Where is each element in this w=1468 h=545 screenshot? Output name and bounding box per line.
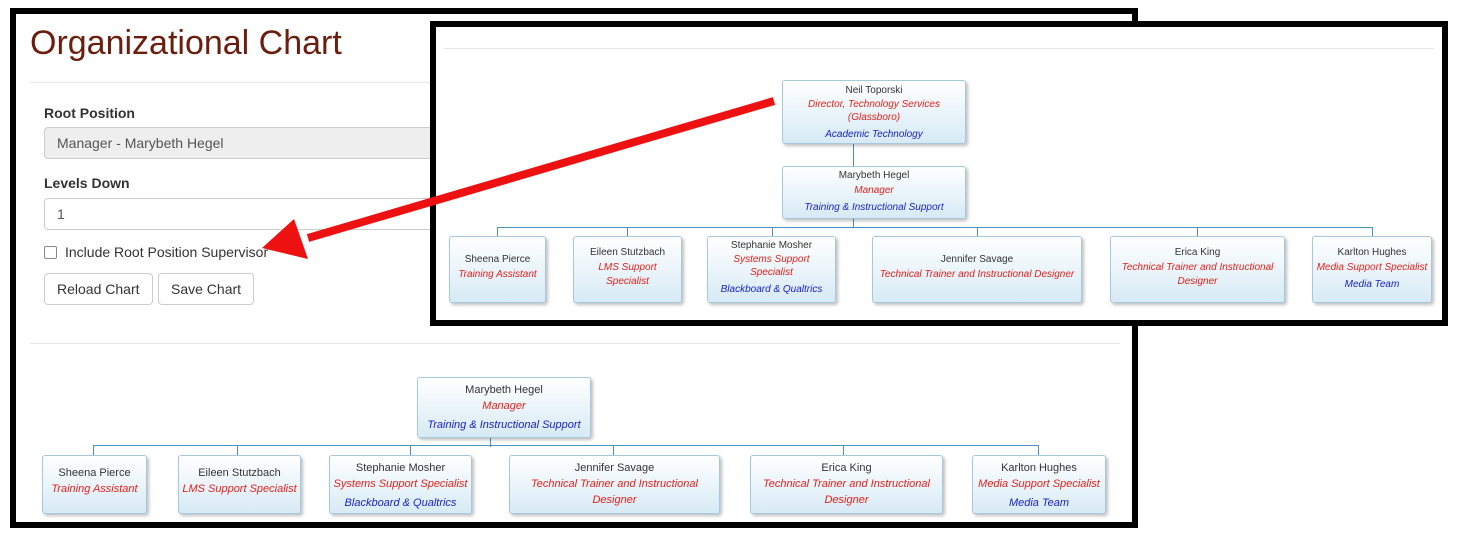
org-node-child[interactable]: Eileen Stutzbach LMS Support Specialist [573, 236, 682, 303]
connector-line [93, 445, 1039, 446]
connector-line [853, 219, 854, 227]
node-title: Media Support Specialist [1316, 261, 1428, 273]
node-dept: Training & Instructional Support [804, 202, 944, 213]
arrow-head [262, 219, 308, 259]
node-title: Technical Trainer and Instructional Desi… [531, 477, 698, 506]
connector-line [843, 445, 844, 455]
node-name: Erica King [1174, 247, 1221, 258]
connector-line [627, 227, 628, 236]
connector-line [1197, 227, 1198, 236]
org-node-child[interactable]: Karlton Hughes Media Support Specialist … [1312, 236, 1432, 303]
connector-line [772, 227, 773, 236]
inset-window: Neil Toporski Director, Technology Servi… [430, 21, 1448, 326]
node-title: Systems Support Specialist [333, 477, 468, 490]
node-title: Manager [854, 184, 894, 196]
connector-line [490, 438, 491, 447]
org-node-child[interactable]: Jennifer Savage Technical Trainer and In… [872, 236, 1082, 303]
org-node-child[interactable]: Eileen Stutzbach LMS Support Specialist [178, 455, 301, 514]
root-position-select[interactable]: Manager - Marybeth Hegel [44, 127, 444, 159]
node-name: Sheena Pierce [58, 467, 131, 479]
node-title: Systems Support Specialist [733, 253, 810, 279]
connector-line [977, 227, 978, 236]
node-name: Sheena Pierce [464, 254, 531, 265]
node-name: Karlton Hughes [1001, 462, 1077, 474]
node-title: Director, Technology Services (Glassboro… [808, 98, 940, 124]
connector-line [497, 227, 498, 236]
node-name: Erica King [821, 462, 872, 474]
connector-line [1038, 445, 1039, 455]
include-supervisor-label: Include Root Position Supervisor [65, 244, 269, 260]
root-position-label: Root Position [44, 105, 135, 121]
connector-line [613, 445, 614, 455]
connector-line [853, 144, 854, 166]
connector-line [1372, 227, 1373, 236]
node-dept: Blackboard & Qualtrics [720, 283, 823, 295]
node-dept: Media Team [1008, 496, 1070, 509]
reload-chart-button[interactable]: Reload Chart [44, 273, 153, 305]
node-title: Technical Trainer and Instructional Desi… [1121, 261, 1274, 288]
org-node-supervisor[interactable]: Neil Toporski Director, Technology Servi… [782, 80, 966, 144]
node-dept: Blackboard & Qualtrics [344, 496, 457, 509]
org-node-child[interactable]: Sheena Pierce Training Assistant [42, 455, 147, 514]
connector-line [237, 445, 238, 455]
node-title: Technical Trainer and Instructional Desi… [879, 268, 1075, 280]
node-name: Jennifer Savage [574, 462, 655, 474]
levels-down-label: Levels Down [44, 175, 130, 191]
include-supervisor-checkbox[interactable] [44, 245, 57, 259]
connector-line [93, 445, 94, 455]
org-node-child[interactable]: Erica King Technical Trainer and Instruc… [1110, 236, 1285, 303]
org-node-child[interactable]: Erica King Technical Trainer and Instruc… [750, 455, 943, 514]
divider [30, 343, 1120, 344]
node-title: Training Assistant [458, 268, 537, 280]
save-chart-button[interactable]: Save Chart [158, 273, 255, 305]
org-node-child[interactable]: Sheena Pierce Training Assistant [449, 236, 546, 303]
org-node-root[interactable]: Marybeth Hegel Manager Training & Instru… [782, 166, 966, 219]
node-title: Technical Trainer and Instructional Desi… [763, 477, 930, 506]
org-node-child[interactable]: Stephanie Mosher Systems Support Special… [707, 236, 836, 303]
node-name: Karlton Hughes [1337, 247, 1407, 258]
divider [444, 48, 1434, 49]
connector-line [497, 227, 1373, 228]
node-name: Marybeth Hegel [465, 384, 543, 396]
org-node-child[interactable]: Karlton Hughes Media Support Specialist … [972, 455, 1106, 514]
node-name: Eileen Stutzbach [589, 247, 666, 258]
node-name: Stephanie Mosher [730, 240, 813, 251]
node-dept: Training & Instructional Support [427, 418, 581, 431]
node-name: Stephanie Mosher [355, 462, 446, 474]
node-title: Media Support Specialist [978, 477, 1100, 490]
node-name: Jennifer Savage [940, 254, 1014, 265]
node-title: Training Assistant [51, 482, 138, 495]
page-title: Organizational Chart [30, 24, 342, 62]
node-title: LMS Support Specialist [598, 261, 657, 288]
org-node-child[interactable]: Jennifer Savage Technical Trainer and In… [509, 455, 720, 514]
include-supervisor-row[interactable]: Include Root Position Supervisor [44, 244, 268, 260]
node-name: Marybeth Hegel [838, 170, 910, 181]
arrow-shaft [306, 97, 776, 242]
node-title: LMS Support Specialist [182, 482, 297, 495]
org-node-child[interactable]: Stephanie Mosher Systems Support Special… [329, 455, 472, 514]
node-dept: Media Team [1344, 279, 1400, 290]
node-name: Neil Toporski [845, 85, 903, 96]
node-name: Eileen Stutzbach [198, 467, 281, 479]
org-node-root[interactable]: Marybeth Hegel Manager Training & Instru… [417, 377, 591, 438]
connector-line [410, 445, 411, 455]
node-title: Manager [482, 399, 526, 412]
node-dept: Academic Technology [825, 128, 923, 140]
